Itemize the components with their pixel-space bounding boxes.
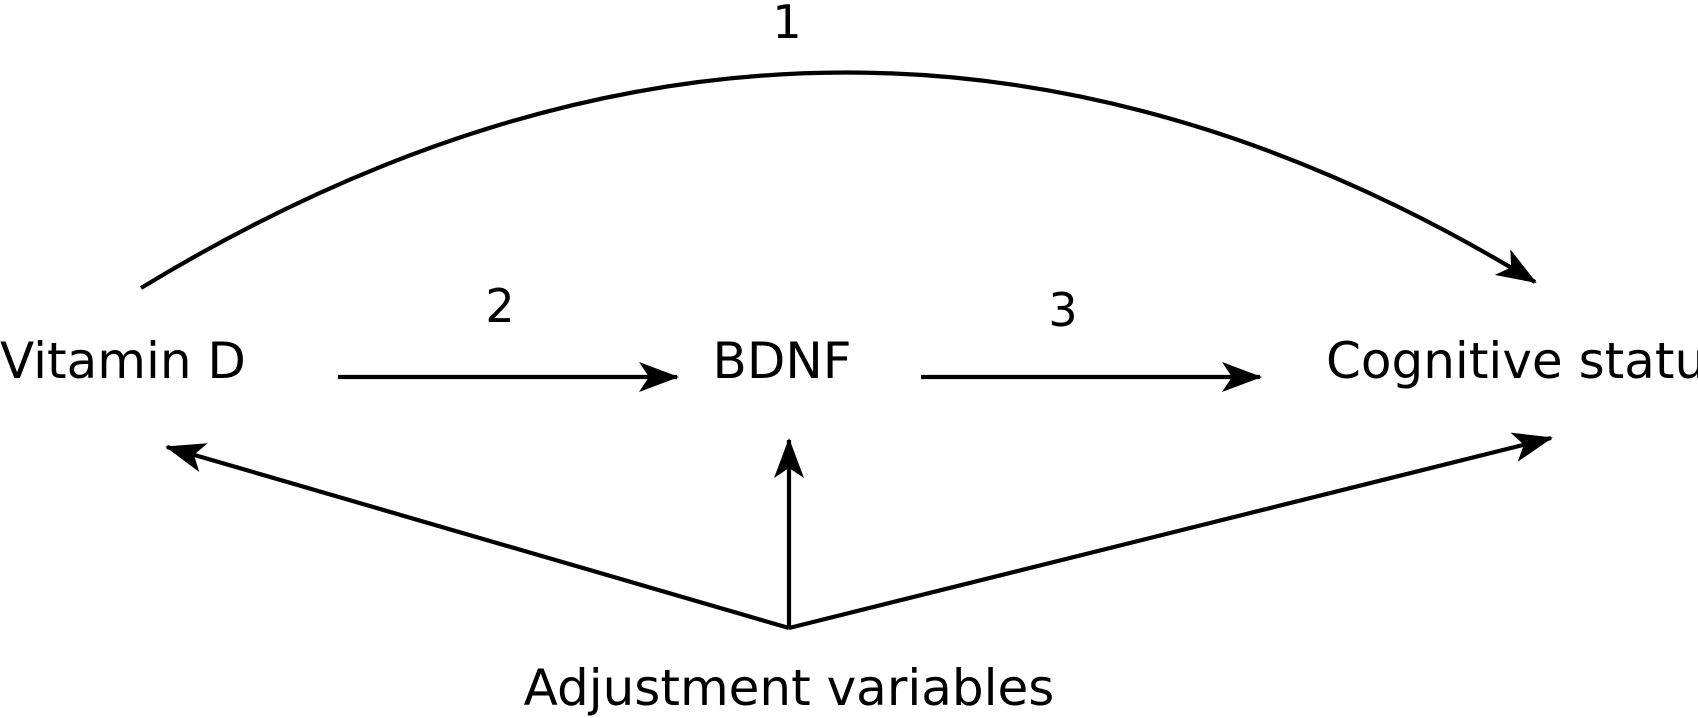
path-1-label: 1 (772, 0, 801, 49)
node-adjustment-variables: Adjustment variables (524, 659, 1055, 717)
arrow-adjustment-to-cognitive-status (788, 432, 1553, 631)
node-vitamin-d: Vitamin D (0, 332, 246, 390)
node-cognitive-status: Cognitive status (1326, 332, 1698, 390)
path-2-label: 2 (485, 279, 514, 333)
arrow-adjustment-to-vitamin-d (165, 443, 790, 631)
path-3-label: 3 (1048, 283, 1077, 337)
node-bdnf: BDNF (713, 332, 852, 390)
arrow-path-1-direct (139, 70, 1537, 290)
